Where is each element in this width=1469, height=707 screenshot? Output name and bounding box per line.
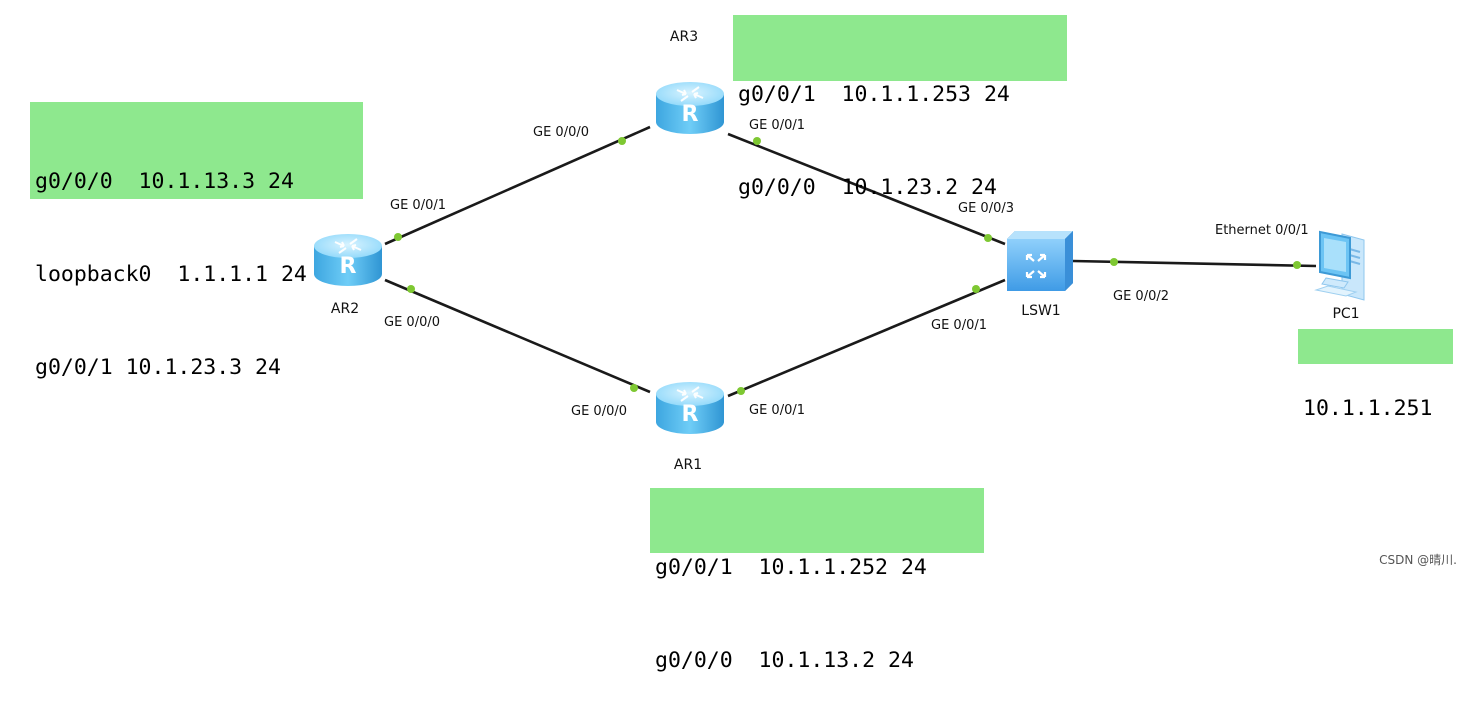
port-label-ar1-ge000: GE 0/0/0 [571, 404, 627, 419]
port-dot-lsw1 [1110, 258, 1118, 266]
link-ar2-ar1 [384, 278, 651, 394]
switch-icon[interactable] [1007, 231, 1073, 291]
port-label-pc1-eth001: Ethernet 0/0/1 [1215, 223, 1309, 238]
ar3-interface-note: g0/0/1 10.1.1.253 24 g0/0/0 10.1.23.2 24 [733, 15, 1067, 200]
note-line: g0/0/1 10.1.1.252 24 [655, 555, 927, 580]
note-line: loopback0 1.1.1.1 24 [35, 262, 307, 287]
devices-layer [313, 81, 1365, 435]
link-ar2-ar3 [384, 125, 651, 246]
note-line: g0/0/0 10.1.13.3 24 [35, 169, 294, 194]
device-label-ar2: AR2 [331, 301, 359, 317]
pc1-ip-note: 10.1.1.251 [1298, 329, 1453, 421]
port-label-lsw1-ge002: GE 0/0/2 [1113, 289, 1169, 304]
device-label-lsw1: LSW1 [1021, 303, 1060, 319]
note-line: g0/0/0 10.1.23.2 24 [738, 175, 997, 200]
router-icon[interactable] [655, 381, 725, 435]
router-icon[interactable] [655, 81, 725, 135]
port-labels: GE 0/0/0 GE 0/0/1 GE 0/0/1 GE 0/0/3 Ethe… [384, 118, 1309, 419]
port-dot-ar1 [737, 387, 745, 395]
port-dot-ar2 [394, 233, 402, 241]
port-dots-layer [394, 137, 1301, 395]
note-line: g0/0/1 10.1.1.253 24 [738, 82, 1010, 107]
link-ar3-lsw1 [727, 132, 1006, 246]
port-label-lsw1-ge003: GE 0/0/3 [958, 201, 1014, 216]
ar1-interface-note: g0/0/1 10.1.1.252 24 g0/0/0 10.1.13.2 24 [650, 488, 984, 673]
port-dot-pc1 [1293, 261, 1301, 269]
port-dot-lsw1 [972, 285, 980, 293]
note-line: 10.1.1.251 [1303, 396, 1433, 421]
watermark: CSDN @晴川. [1379, 553, 1457, 567]
topology-diagram: R [313, 29, 1365, 473]
port-label-ar3-ge001: GE 0/0/1 [749, 118, 805, 133]
device-label-ar3: AR3 [670, 29, 698, 45]
port-label-ar2-ge001: GE 0/0/1 [390, 198, 446, 213]
port-dot-ar1 [630, 384, 638, 392]
pc-icon[interactable] [1314, 230, 1365, 301]
device-label-ar1: AR1 [674, 457, 702, 473]
link-ar1-lsw1 [727, 278, 1006, 398]
note-line: g0/0/0 10.1.13.2 24 [655, 648, 914, 673]
port-label-lsw1-ge001: GE 0/0/1 [931, 318, 987, 333]
port-label-ar3-ge000: GE 0/0/0 [533, 125, 589, 140]
note-line: g0/0/1 10.1.23.3 24 [35, 355, 281, 380]
ar2-interface-note: g0/0/0 10.1.13.3 24 loopback0 1.1.1.1 24… [30, 102, 363, 380]
port-dot-ar2 [407, 285, 415, 293]
device-labels: AR3 AR2 LSW1 PC1 AR1 [331, 29, 1360, 473]
device-label-pc1: PC1 [1332, 306, 1359, 322]
port-dot-lsw1 [984, 234, 992, 242]
port-dot-ar3 [618, 137, 626, 145]
port-label-ar1-ge001: GE 0/0/1 [749, 403, 805, 418]
port-dot-ar3 [753, 137, 761, 145]
port-label-ar2-ge000: GE 0/0/0 [384, 315, 440, 330]
link-lsw1-pc1 [1072, 259, 1317, 268]
